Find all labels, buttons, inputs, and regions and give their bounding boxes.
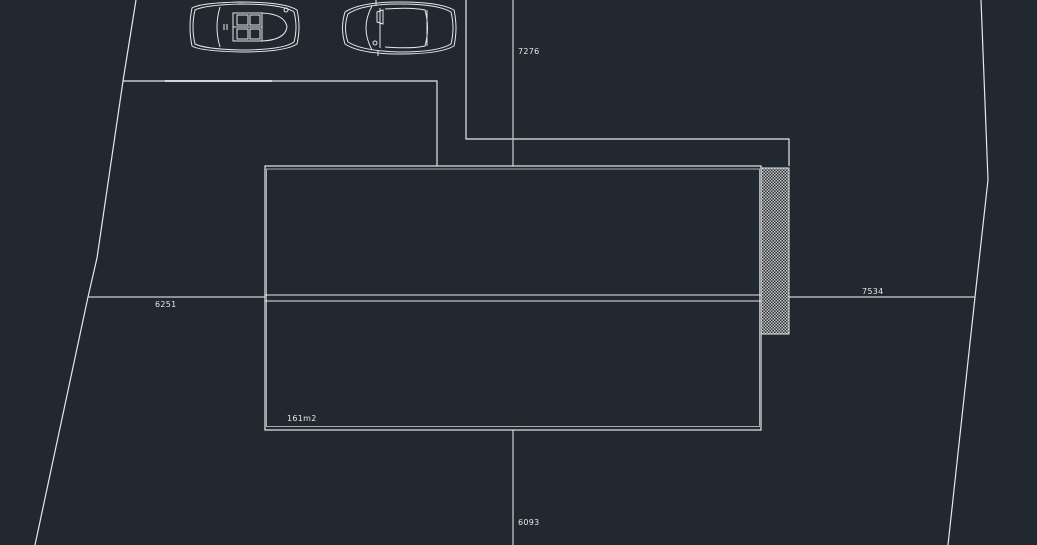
plot-right-boundary (947, 0, 989, 545)
hatchback-car-icon[interactable] (342, 0, 457, 56)
access-path-outline (465, 0, 790, 166)
dimension-label-left: 6251 (155, 300, 177, 309)
dimension-label-bottom: 6093 (518, 518, 540, 527)
dimension-label-top: 7276 (518, 47, 540, 56)
convertible-car-icon[interactable] (189, 1, 300, 53)
hatched-terrace[interactable] (760, 167, 790, 335)
plot-left-boundary (34, 0, 137, 545)
building-outline-outer[interactable] (264, 165, 762, 431)
dimension-label-right: 7534 (862, 287, 884, 296)
area-label: 161m2 (287, 414, 317, 423)
driveway-outline (123, 80, 438, 166)
building-outline-inner (266, 168, 760, 427)
